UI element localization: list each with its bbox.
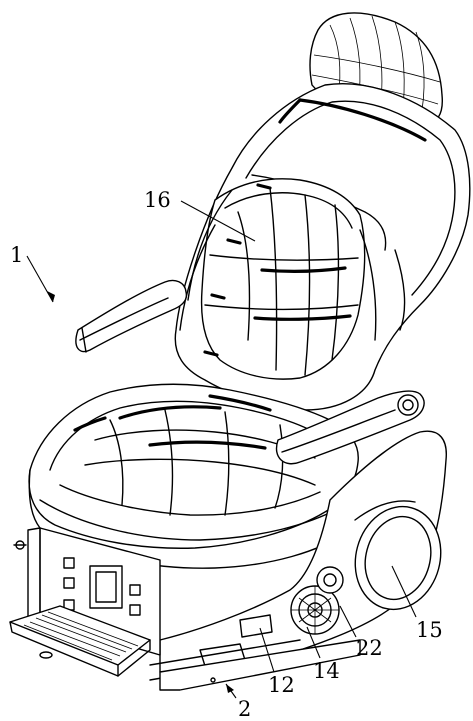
leader-22 [339, 605, 357, 638]
arrow-1 [47, 291, 55, 302]
right-armrest [275, 390, 425, 465]
seat-cushion [28, 383, 359, 569]
left-armrest [75, 279, 188, 353]
seat-base [149, 430, 447, 681]
reference-labels: 1 16 15 22 14 12 2 [10, 188, 443, 721]
label-14: 14 [313, 659, 340, 683]
leader-16 [180, 200, 256, 242]
arrow-2 [226, 684, 234, 693]
label-16: 16 [144, 188, 171, 212]
label-12: 12 [268, 673, 295, 697]
foot-step [9, 605, 151, 677]
label-2: 2 [238, 697, 251, 721]
label-22: 22 [356, 636, 383, 660]
label-15: 15 [416, 618, 443, 642]
leader-12 [259, 627, 275, 673]
leader-14 [306, 626, 321, 659]
label-1: 1 [10, 243, 23, 267]
seat-back [174, 83, 471, 411]
leader-1 [26, 255, 54, 303]
bottom-plate [159, 639, 361, 691]
leader-15 [391, 565, 417, 618]
